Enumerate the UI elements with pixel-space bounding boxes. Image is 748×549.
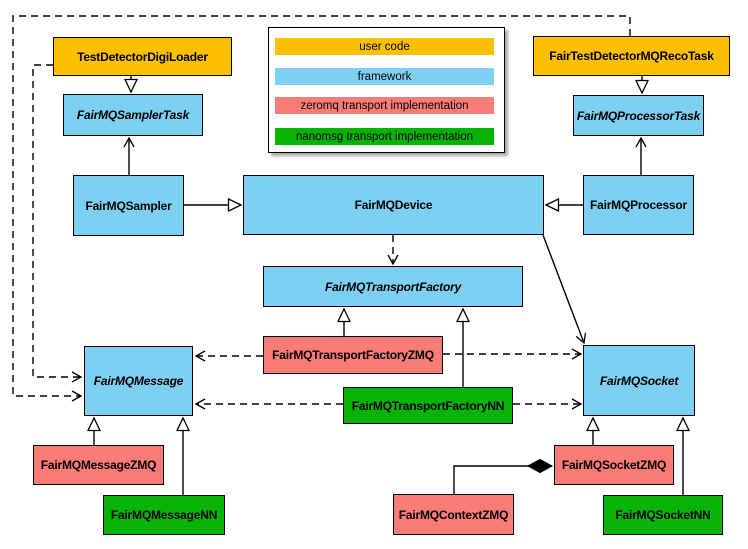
node-fairmqsampler: FairMQSampler [73, 175, 184, 236]
node-fairmqmessagezmq: FairMQMessageZMQ [33, 445, 164, 485]
legend-item-framework: framework [275, 68, 494, 85]
legend-item-user-code: user code [275, 38, 494, 55]
node-fairmqmessage: FairMQMessage [84, 346, 193, 416]
node-fairmqtransportfactorynn: FairMQTransportFactoryNN [343, 387, 513, 424]
edge-socketzmq-owns-contextzmq [453, 466, 552, 494]
node-fairmqcontextzmq: FairMQContextZMQ [393, 494, 514, 535]
node-fairmqdevice: FairMQDevice [243, 175, 544, 235]
legend: user code framework zeromq transport imp… [268, 27, 505, 153]
node-testdetectordigiloader: TestDetectorDigiLoader [53, 37, 232, 76]
edge-device-uses-socket [542, 234, 587, 345]
node-fairmqsamplertask: FairMQSamplerTask [63, 94, 203, 136]
node-fairmqsocketnn: FairMQSocketNN [603, 495, 723, 535]
node-fairmqprocessortask: FairMQProcessorTask [573, 95, 704, 136]
node-fairmqsocketzmq: FairMQSocketZMQ [554, 445, 674, 485]
node-fairmqsocket: FairMQSocket [583, 345, 695, 416]
node-fairtestdetectormqrecotask: FairTestDetectorMQRecoTask [533, 36, 730, 76]
node-fairmqmessagenn: FairMQMessageNN [103, 495, 225, 535]
node-fairmqtransportfactory: FairMQTransportFactory [263, 266, 523, 307]
legend-item-zeromq: zeromq transport implementation [275, 97, 494, 114]
legend-item-nanomsg: nanomsg transport implementation [275, 128, 494, 145]
node-fairmqprocessor: FairMQProcessor [583, 175, 694, 235]
node-fairmqtransportfactoryzmq: FairMQTransportFactoryZMQ [263, 336, 443, 374]
